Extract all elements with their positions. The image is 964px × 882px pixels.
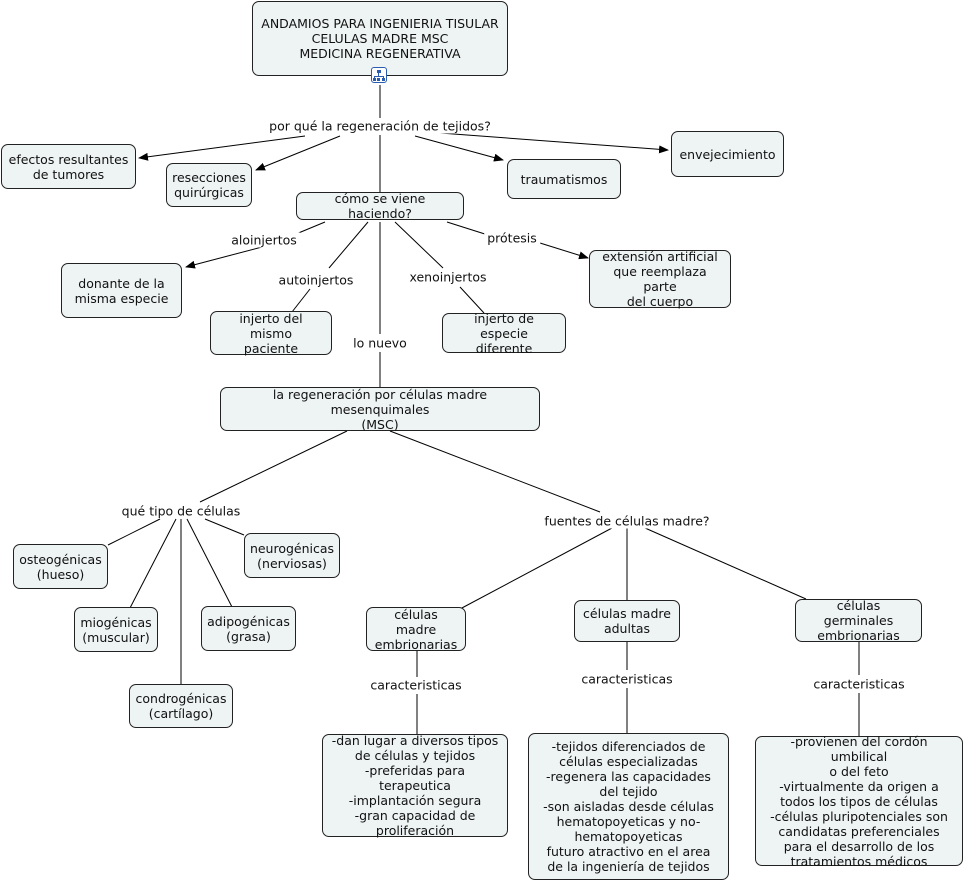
node-traumatismos[interactable]: traumatismos — [507, 159, 621, 199]
link-porque-resecciones — [255, 135, 341, 171]
link-como-aloinjertos — [295, 221, 326, 235]
node-tumores-text: efectos resultantes de tumores — [8, 151, 129, 182]
node-injerto-mismo[interactable]: injerto del mismo paciente — [210, 310, 332, 356]
link-msc-tipo — [199, 430, 348, 503]
label-aloinjertos: aloinjertos — [228, 232, 300, 248]
label-car-embrionarias: caracteristicas — [367, 677, 465, 693]
root-concept[interactable]: ANDAMIOS PARA INGENIERIA TISULAR CELULAS… — [252, 1, 508, 76]
node-car-embrionarias[interactable]: -dan lugar a diversos tipos de células y… — [322, 733, 508, 838]
link-como-protesis — [446, 221, 489, 236]
label-car-adultas: caracteristicas — [578, 671, 676, 687]
node-car-adultas[interactable]: -tejidos diferenciados de células especi… — [528, 733, 729, 880]
node-car-embrionarias-text: -dan lugar a diversos tipos de células y… — [331, 733, 499, 838]
node-condro[interactable]: condrogénicas (cartílago) — [129, 684, 233, 728]
link-tipo-mio — [129, 518, 177, 609]
node-osteo[interactable]: osteogénicas (hueso) — [13, 544, 108, 589]
label-xenoinjertos: xenoinjertos — [406, 269, 490, 285]
node-car-germinales-text: -provienen del cordón umbilical o del fe… — [770, 733, 948, 869]
node-mio-text: miogénicas (muscular) — [80, 614, 152, 645]
node-donante-text: donante de la misma especie — [74, 275, 169, 306]
node-osteo-text: osteogénicas (hueso) — [19, 551, 102, 582]
label-porque: por qué la regeneración de tejidos? — [266, 118, 494, 134]
node-extension-text: extensión artificial que reemplaza parte… — [602, 249, 718, 309]
node-donante[interactable]: donante de la misma especie — [61, 263, 182, 318]
node-resecciones[interactable]: resecciones quirúrgicas — [166, 163, 252, 207]
link-fuentes-embrionarias — [459, 527, 613, 610]
link-tipo-neuro — [204, 518, 245, 536]
link-como-xenoinjertos — [394, 221, 444, 269]
node-injerto-mismo-text: injerto del mismo paciente — [239, 310, 303, 356]
node-adultas[interactable]: células madre adultas — [574, 600, 680, 642]
node-car-germinales[interactable]: -provienen del cordón umbilical o del fe… — [755, 733, 963, 869]
node-adipo[interactable]: adipogénicas (grasa) — [201, 606, 296, 651]
node-condro-text: condrogénicas (cartílago) — [135, 691, 227, 721]
node-traumatismos-text: traumatismos — [520, 171, 608, 187]
label-lonuevo: lo nuevo — [350, 335, 410, 351]
node-adipo-text: adipogénicas (grasa) — [207, 613, 290, 644]
node-injerto-especie[interactable]: injerto de especie diferente — [442, 310, 566, 356]
link-fuentes-germinales — [644, 527, 807, 600]
node-germinales-text: células germinales embrionarias — [817, 598, 900, 643]
label-protesis: prótesis — [484, 230, 540, 246]
node-envejecimiento-text: envejecimiento — [679, 146, 776, 162]
link-como-autoinjertos — [328, 221, 369, 269]
node-injerto-especie-text: injerto de especie diferente — [474, 310, 534, 356]
label-autoinjertos: autoinjertos — [275, 272, 357, 288]
node-como[interactable]: cómo se viene haciendo? — [296, 191, 464, 221]
link-porque-envejecimiento — [439, 132, 669, 154]
node-envejecimiento[interactable]: envejecimiento — [671, 131, 784, 177]
node-germinales[interactable]: células germinales embrionarias — [795, 598, 922, 643]
link-protesis-extension — [539, 242, 589, 260]
concept-map-icon[interactable] — [371, 67, 387, 83]
node-resecciones-text: resecciones quirúrgicas — [172, 170, 246, 200]
node-embrionarias-text: células madre embrionarias — [374, 606, 458, 652]
node-extension[interactable]: extensión artificial que reemplaza parte… — [589, 249, 731, 309]
label-fuentes: fuentes de células madre? — [541, 513, 713, 529]
node-adultas-text: células madre adultas — [583, 606, 671, 636]
node-como-text: cómo se viene haciendo? — [334, 191, 426, 221]
node-embrionarias[interactable]: células madre embrionarias — [366, 606, 466, 652]
label-car-germinales: caracteristicas — [810, 676, 908, 692]
root-concept-text: ANDAMIOS PARA INGENIERIA TISULAR CELULAS… — [261, 16, 499, 61]
link-tipo-osteo — [107, 518, 161, 546]
link-porque-traumatismos — [414, 135, 504, 162]
node-msc[interactable]: la regeneración por células madre mesenq… — [220, 386, 540, 432]
link-msc-fuentes — [389, 430, 601, 513]
node-neuro-text: neurogénicas (nerviosas) — [249, 540, 335, 571]
node-tumores[interactable]: efectos resultantes de tumores — [1, 144, 136, 189]
link-porque-tumores — [138, 135, 306, 161]
node-mio[interactable]: miogénicas (muscular) — [74, 607, 158, 652]
link-tipo-adipo — [186, 518, 233, 608]
link-autoinjertos-injerto — [291, 288, 311, 313]
node-car-adultas-text: -tejidos diferenciados de células especi… — [543, 739, 714, 874]
link-xenoinjertos-injerto — [459, 286, 485, 314]
link-aloinjertos-donante — [185, 246, 263, 269]
node-msc-text: la regeneración por células madre mesenq… — [272, 386, 488, 432]
label-tipo: qué tipo de células — [118, 503, 244, 519]
node-neuro[interactable]: neurogénicas (nerviosas) — [244, 533, 340, 578]
